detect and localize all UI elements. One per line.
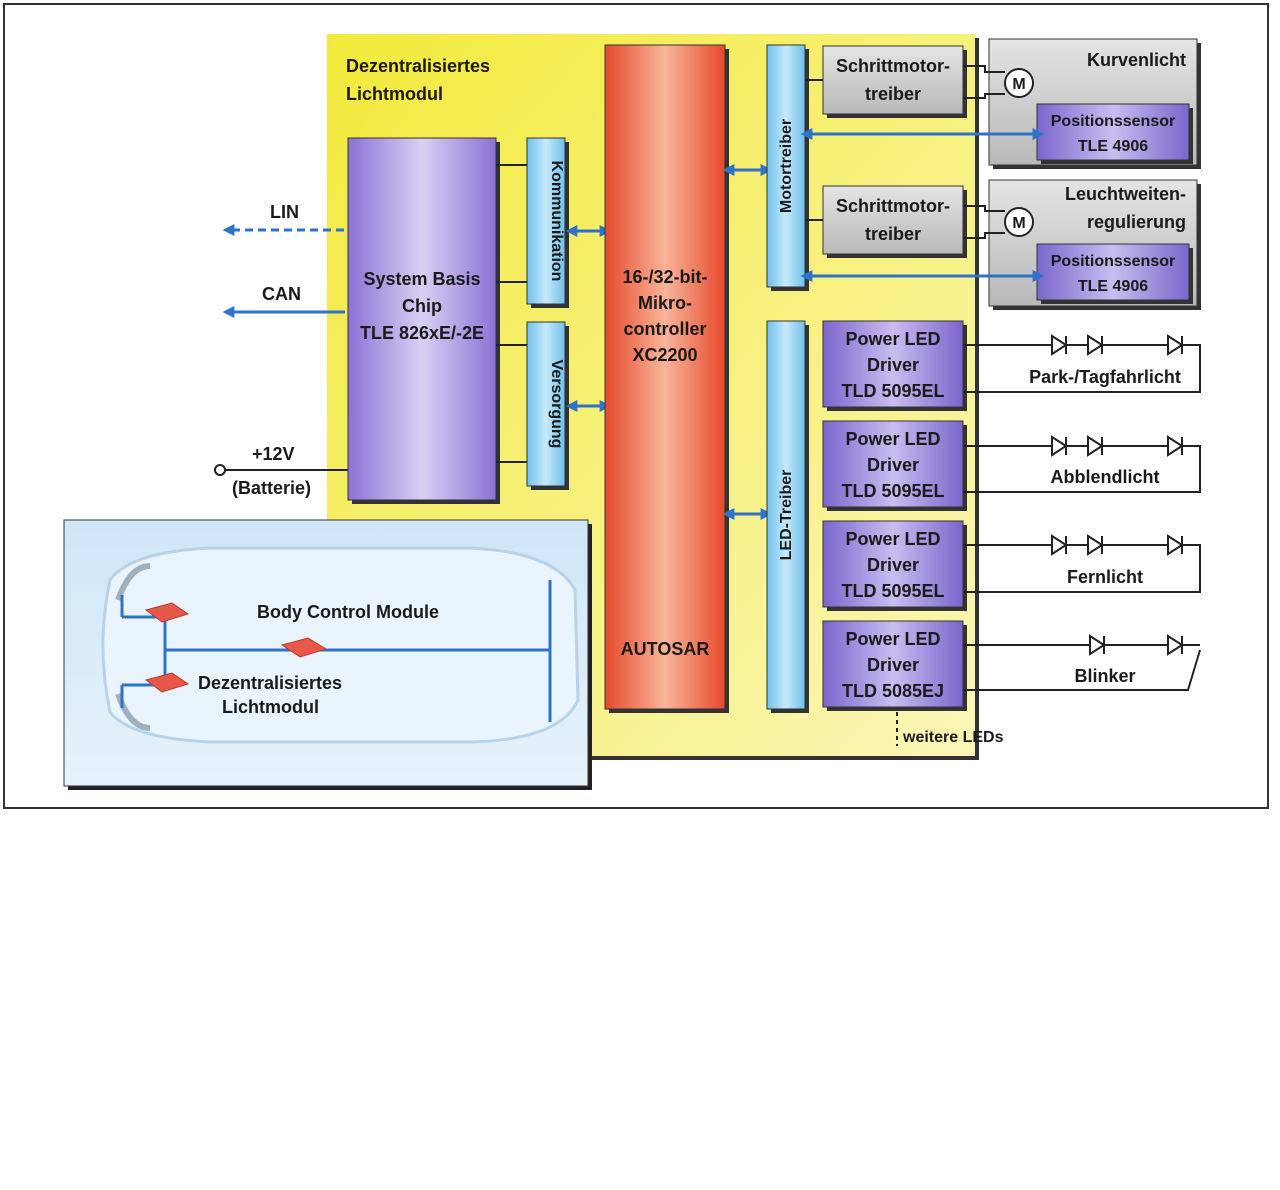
motor-icon xyxy=(1004,68,1034,98)
led-driver-line2: Driver xyxy=(867,355,919,375)
mcu-line2: Mikro- xyxy=(638,293,692,313)
bcm-label: Body Control Module xyxy=(257,602,439,622)
led-driver-line2: Driver xyxy=(867,655,919,675)
module-title-line1: Dezentralisiertes xyxy=(346,56,490,76)
kurvenlicht-box: Kurvenlicht M Positionssensor TLE 4906 xyxy=(988,38,1201,169)
led-driver-line3: TLD 5095EL xyxy=(841,481,944,501)
led-treiber-label: LED-Treiber xyxy=(778,470,795,561)
battery-terminal xyxy=(214,464,226,476)
leuchtweite-title-line1: Leuchtweiten- xyxy=(1065,184,1186,204)
led-icon xyxy=(1087,334,1104,356)
led-icon xyxy=(1051,435,1068,457)
led-icon xyxy=(1087,534,1104,556)
can-label: CAN xyxy=(262,284,301,304)
kurvenlicht-sensor-line2: TLE 4906 xyxy=(1078,138,1148,155)
battery-label-line1: +12V xyxy=(252,444,295,464)
autosar-label: AUTOSAR xyxy=(621,639,710,659)
kommunikation-block: Kommunikation xyxy=(526,137,569,308)
battery-label-line2: (Batterie) xyxy=(232,478,311,498)
weitere-leds-label: weitere LEDs xyxy=(902,729,1004,746)
light-module-icon xyxy=(144,602,190,623)
led-driver-line1: Power LED xyxy=(845,629,940,649)
stepper-driver-line2: treiber xyxy=(865,224,921,244)
led-icon xyxy=(1051,534,1068,556)
car-module-line1: Dezentralisiertes xyxy=(198,673,342,693)
module-title-line2: Lichtmodul xyxy=(346,84,443,104)
led-driver-3: Power LED Driver TLD 5095EL xyxy=(822,520,967,611)
kommunikation-label: Kommunikation xyxy=(548,161,565,282)
versorgung-label: Versorgung xyxy=(548,360,565,449)
led-driver-2: Power LED Driver TLD 5095EL xyxy=(822,420,967,511)
car-silhouette xyxy=(101,546,580,744)
led-icon xyxy=(1167,534,1184,556)
mcu-line1: 16-/32-bit- xyxy=(622,267,707,287)
microcontroller-block: 16-/32-bit- Mikro- controller XC2200 AUT… xyxy=(604,44,729,713)
system-basis-chip: System Basis Chip TLE 826xE/-2E xyxy=(347,137,500,504)
led-driver-line1: Power LED xyxy=(845,329,940,349)
led-driver-1: Power LED Driver TLD 5095EL xyxy=(822,320,967,411)
stepper-driver-line1: Schrittmotor- xyxy=(836,196,950,216)
leuchtweite-sensor-line2: TLE 4906 xyxy=(1078,278,1148,295)
motor-icon xyxy=(1004,207,1034,237)
leuchtweite-box: Leuchtweiten- regulierung M Positionssen… xyxy=(988,179,1201,310)
motor-symbol: M xyxy=(1012,76,1025,93)
led-treiber-block: LED-Treiber xyxy=(766,320,809,713)
led-icon xyxy=(1089,634,1106,656)
led-string-4: Blinker xyxy=(963,634,1201,691)
stepper-driver-kurvenlicht: Schrittmotor- treiber xyxy=(822,45,967,118)
body-control-module-icon xyxy=(280,637,328,658)
mcu-line4: XC2200 xyxy=(632,345,697,365)
leuchtweite-title-line2: regulierung xyxy=(1087,212,1186,232)
external-interfaces: LIN CAN +12V (Batterie) xyxy=(214,202,348,498)
led-driver-line3: TLD 5095EL xyxy=(841,381,944,401)
led-icon xyxy=(1087,435,1104,457)
stepper-driver-line1: Schrittmotor- xyxy=(836,56,950,76)
stepper-driver-leuchtweite: Schrittmotor- treiber xyxy=(822,185,967,258)
sbc-line3: TLE 826xE/-2E xyxy=(360,323,484,343)
led-icon xyxy=(1167,634,1184,656)
led-icon xyxy=(1167,435,1184,457)
led-load-label: Blinker xyxy=(1074,666,1135,686)
led-load-label: Park-/Tagfahrlicht xyxy=(1029,367,1181,387)
led-icon xyxy=(1051,334,1068,356)
led-driver-line1: Power LED xyxy=(845,529,940,549)
led-driver-line2: Driver xyxy=(867,455,919,475)
sbc-line2: Chip xyxy=(402,296,442,316)
leuchtweite-sensor-line1: Positionssensor xyxy=(1051,253,1175,270)
kurvenlicht-sensor-line1: Positionssensor xyxy=(1051,113,1175,130)
kurvenlicht-wiring xyxy=(800,65,1045,140)
led-driver-line2: Driver xyxy=(867,555,919,575)
kurvenlicht-title: Kurvenlicht xyxy=(1087,50,1186,70)
led-load-label: Abblendlicht xyxy=(1051,467,1160,487)
light-module-icon xyxy=(144,672,190,693)
stepper-driver-line2: treiber xyxy=(865,84,921,104)
led-driver-line3: TLD 5085EJ xyxy=(842,681,944,701)
lin-label: LIN xyxy=(270,202,299,222)
led-string-3: Fernlicht xyxy=(963,534,1201,593)
led-icon xyxy=(1167,334,1184,356)
led-load-label: Fernlicht xyxy=(1067,567,1143,587)
motortreiber-block: Motortreiber xyxy=(766,44,809,291)
car-module-line2: Lichtmodul xyxy=(222,697,319,717)
versorgung-block: Versorgung xyxy=(526,321,569,490)
led-driver-line3: TLD 5095EL xyxy=(841,581,944,601)
led-string-1: Park-/Tagfahrlicht xyxy=(963,334,1201,393)
motortreiber-links xyxy=(805,79,823,221)
led-driver-4: Power LED Driver TLD 5085EJ xyxy=(822,620,967,711)
led-driver-line1: Power LED xyxy=(845,429,940,449)
sbc-line1: System Basis xyxy=(363,269,480,289)
mcu-line3: controller xyxy=(623,319,706,339)
motor-symbol: M xyxy=(1012,215,1025,232)
motortreiber-label: Motortreiber xyxy=(778,119,795,213)
car-inset: Body Control Module Dezentralisiertes Li… xyxy=(63,519,592,790)
led-string-2: Abblendlicht xyxy=(963,435,1201,493)
leuchtweite-wiring xyxy=(800,205,1045,282)
sbc-connectors xyxy=(496,164,528,463)
